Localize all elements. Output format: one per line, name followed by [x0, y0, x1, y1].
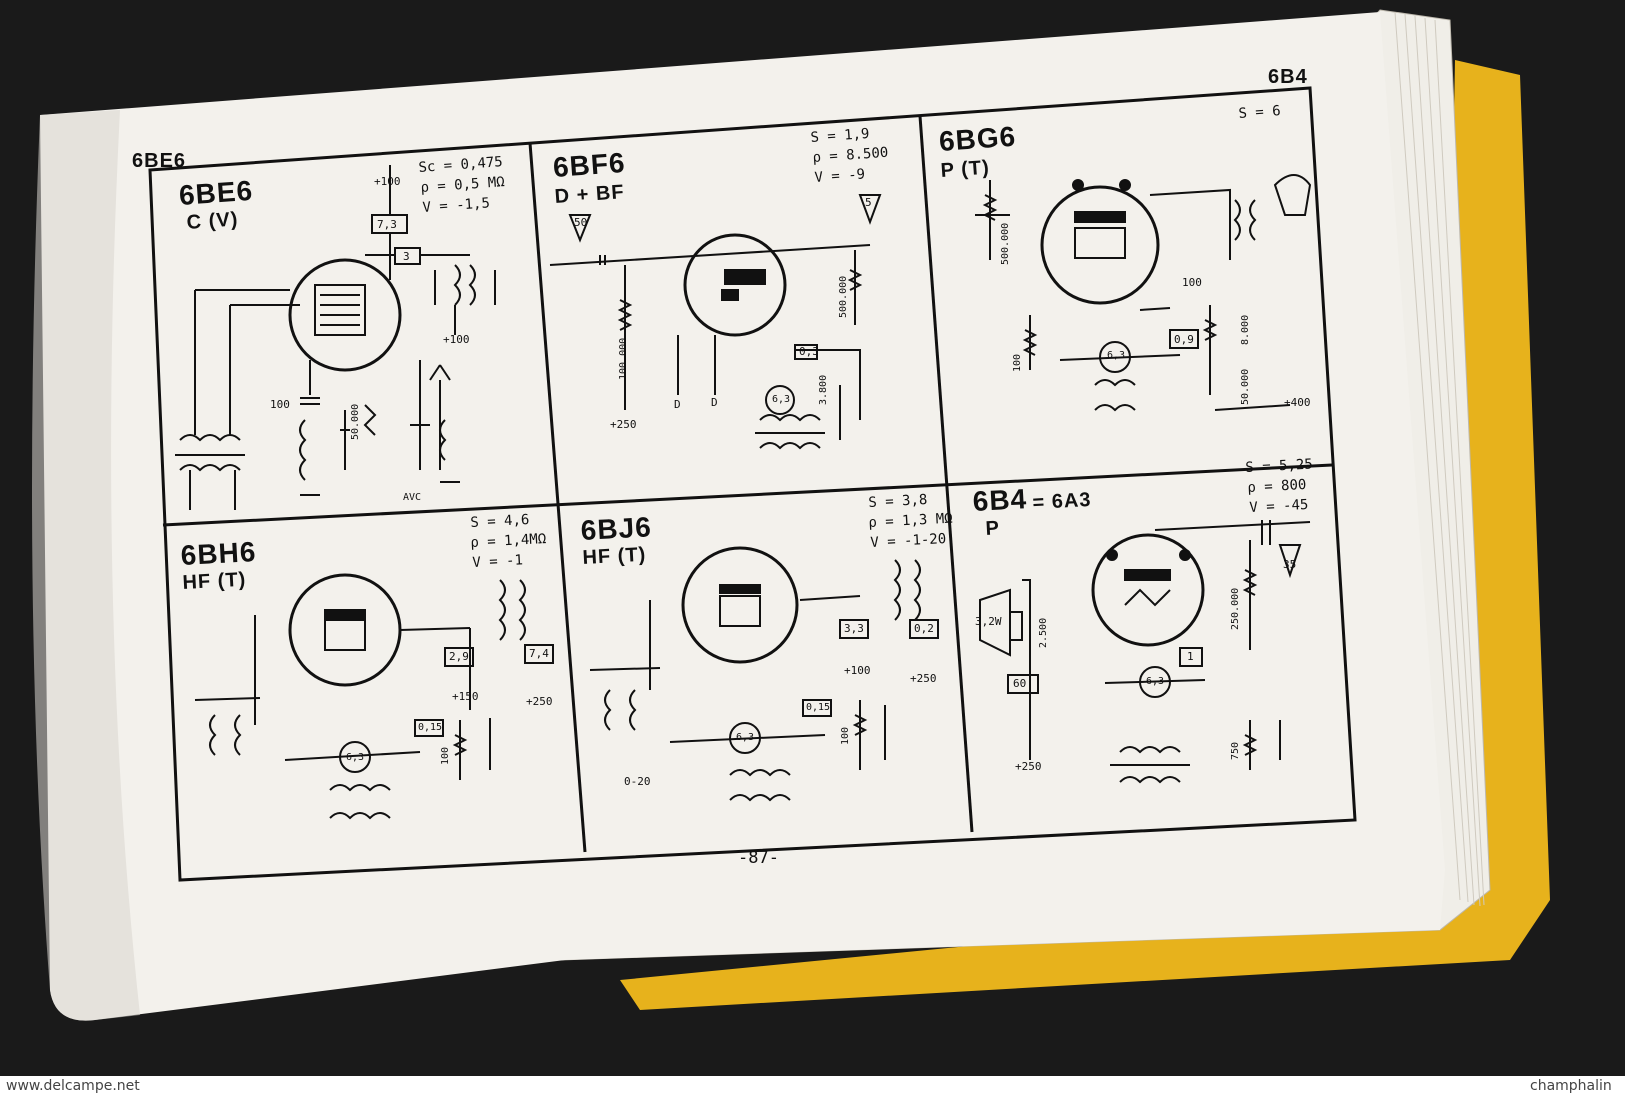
c3-label-63: 6,3	[1107, 350, 1126, 361]
c5-label-100: 100	[840, 726, 851, 745]
c2-label-100000: 100.000	[618, 337, 629, 380]
circuit-6bj6	[589, 546, 939, 802]
c2-label-plus250: +250	[610, 418, 637, 431]
header-left: 6BE6	[132, 150, 187, 172]
c2-label-63: 6,3	[772, 394, 791, 405]
c6-label-2500: 2.500	[1038, 617, 1049, 648]
c1-label-avc: AVC	[403, 492, 422, 503]
c1-label-100: 100	[270, 398, 290, 411]
c4-label-74: 7,4	[529, 647, 549, 660]
c3-label-50000: 50.000	[1240, 368, 1251, 405]
c3-label-500000: 500.000	[1000, 222, 1011, 265]
param-6bh6-v: V = -1	[472, 552, 524, 571]
c1-label-73: 7,3	[377, 218, 397, 231]
c2-label-03: 0,3	[799, 345, 819, 358]
watermark-band	[0, 1076, 1625, 1096]
c3-label-100-top: 100	[1182, 276, 1202, 289]
c6-label-35: 35	[1283, 558, 1297, 571]
c6-label-60: 60	[1013, 677, 1027, 690]
c5-label-plus250: +250	[910, 672, 937, 685]
page-edges	[1394, 11, 1485, 907]
circuit-6bf6	[549, 194, 882, 450]
c6-label-250000: 250.000	[1230, 587, 1241, 630]
tube-name-6b4: 6B4	[972, 483, 1028, 517]
tube-name-6bj6: 6BJ6	[580, 511, 653, 546]
c2-label-d2: D	[711, 396, 718, 409]
circuit-6bh6	[194, 573, 554, 820]
c5-label-33: 3,3	[844, 622, 864, 635]
c3-label-100-left: 100	[1012, 353, 1023, 372]
tube-name-6bf6: 6BF6	[552, 146, 627, 183]
page-curl-shadow	[32, 110, 140, 1021]
c6-label-32w: 3,2W	[975, 615, 1002, 628]
tube-name-6bg6: 6BG6	[938, 120, 1018, 157]
watermark-left: www.delcampe.net	[6, 1078, 140, 1094]
param-6b4-rho: ρ = 800	[1247, 476, 1307, 496]
c3-label-09: 0,9	[1174, 333, 1194, 346]
c6-label-63: 6,3	[1146, 676, 1165, 687]
c2-label-500000: 500.000	[838, 275, 849, 318]
c6-label-750: 750	[1230, 741, 1241, 760]
c4-label-plus150: +150	[452, 690, 479, 703]
param-6b4-v: V = -45	[1249, 496, 1309, 516]
c1-label-plus100-top: +100	[374, 175, 401, 188]
c5-label-63: 6,3	[736, 732, 755, 743]
tube-mode-6bj6: HF (T)	[582, 543, 647, 569]
c1-label-50000: 50.000	[350, 403, 361, 440]
c4-label-015: 0,15	[418, 722, 443, 733]
c5-label-plus100: +100	[844, 664, 871, 677]
c2-label-50: 50	[574, 216, 588, 229]
c3-label-8000: 8.000	[1240, 314, 1251, 345]
c1-label-plus100-bottom: +100	[443, 333, 470, 346]
main-page	[40, 12, 1445, 1021]
tube-mode-6bf6: D + BF	[554, 181, 626, 208]
diagram-grid	[148, 86, 1357, 882]
c2-label-d1: D	[674, 398, 681, 411]
param-6bh6-s: S = 4,6	[470, 511, 530, 531]
tube-name-6be6: 6BE6	[178, 174, 255, 211]
c6-label-1: 1	[1187, 650, 1194, 663]
c5-label-015: 0,15	[806, 702, 831, 713]
tube-name-6bh6: 6BH6	[180, 536, 258, 571]
tube-mode-6be6: C (V)	[186, 208, 240, 234]
circuit-6be6	[175, 165, 496, 510]
c5-label-0-20: 0-20	[624, 775, 651, 788]
c4-label-100: 100	[440, 746, 451, 765]
c5-label-02: 0,2	[914, 622, 934, 635]
param-6b4-s: S = 5,25	[1245, 456, 1314, 476]
c6-label-plus250: +250	[1015, 760, 1042, 773]
param-6bg6-s: S = 6	[1238, 103, 1282, 122]
page-number: -87-	[738, 848, 779, 868]
tube-mode-6bg6: P (T)	[940, 156, 991, 182]
c4-label-plus250: +250	[526, 695, 553, 708]
tube-mode-6bh6: HF (T)	[182, 568, 247, 594]
c4-label-29: 2,9	[449, 650, 469, 663]
circuit-6bg6	[975, 174, 1312, 412]
tube-mode-6b4: P	[985, 517, 1001, 540]
c1-label-3: 3	[403, 250, 410, 263]
header-right: 6B4	[1268, 66, 1308, 88]
c2-label-3800: 3.800	[818, 374, 829, 405]
param-6bj6-s: S = 3,8	[868, 491, 928, 511]
tube-name-suffix-6b4: = 6A3	[1032, 488, 1093, 514]
param-6bf6-v: V = -9	[814, 166, 866, 186]
watermark-right: champhalin	[1530, 1078, 1612, 1094]
c4-label-63: 6,3	[346, 752, 365, 763]
c2-label-5: 5	[865, 196, 872, 209]
circuit-6b4	[979, 520, 1311, 784]
c3-label-plus400: +400	[1284, 396, 1311, 409]
